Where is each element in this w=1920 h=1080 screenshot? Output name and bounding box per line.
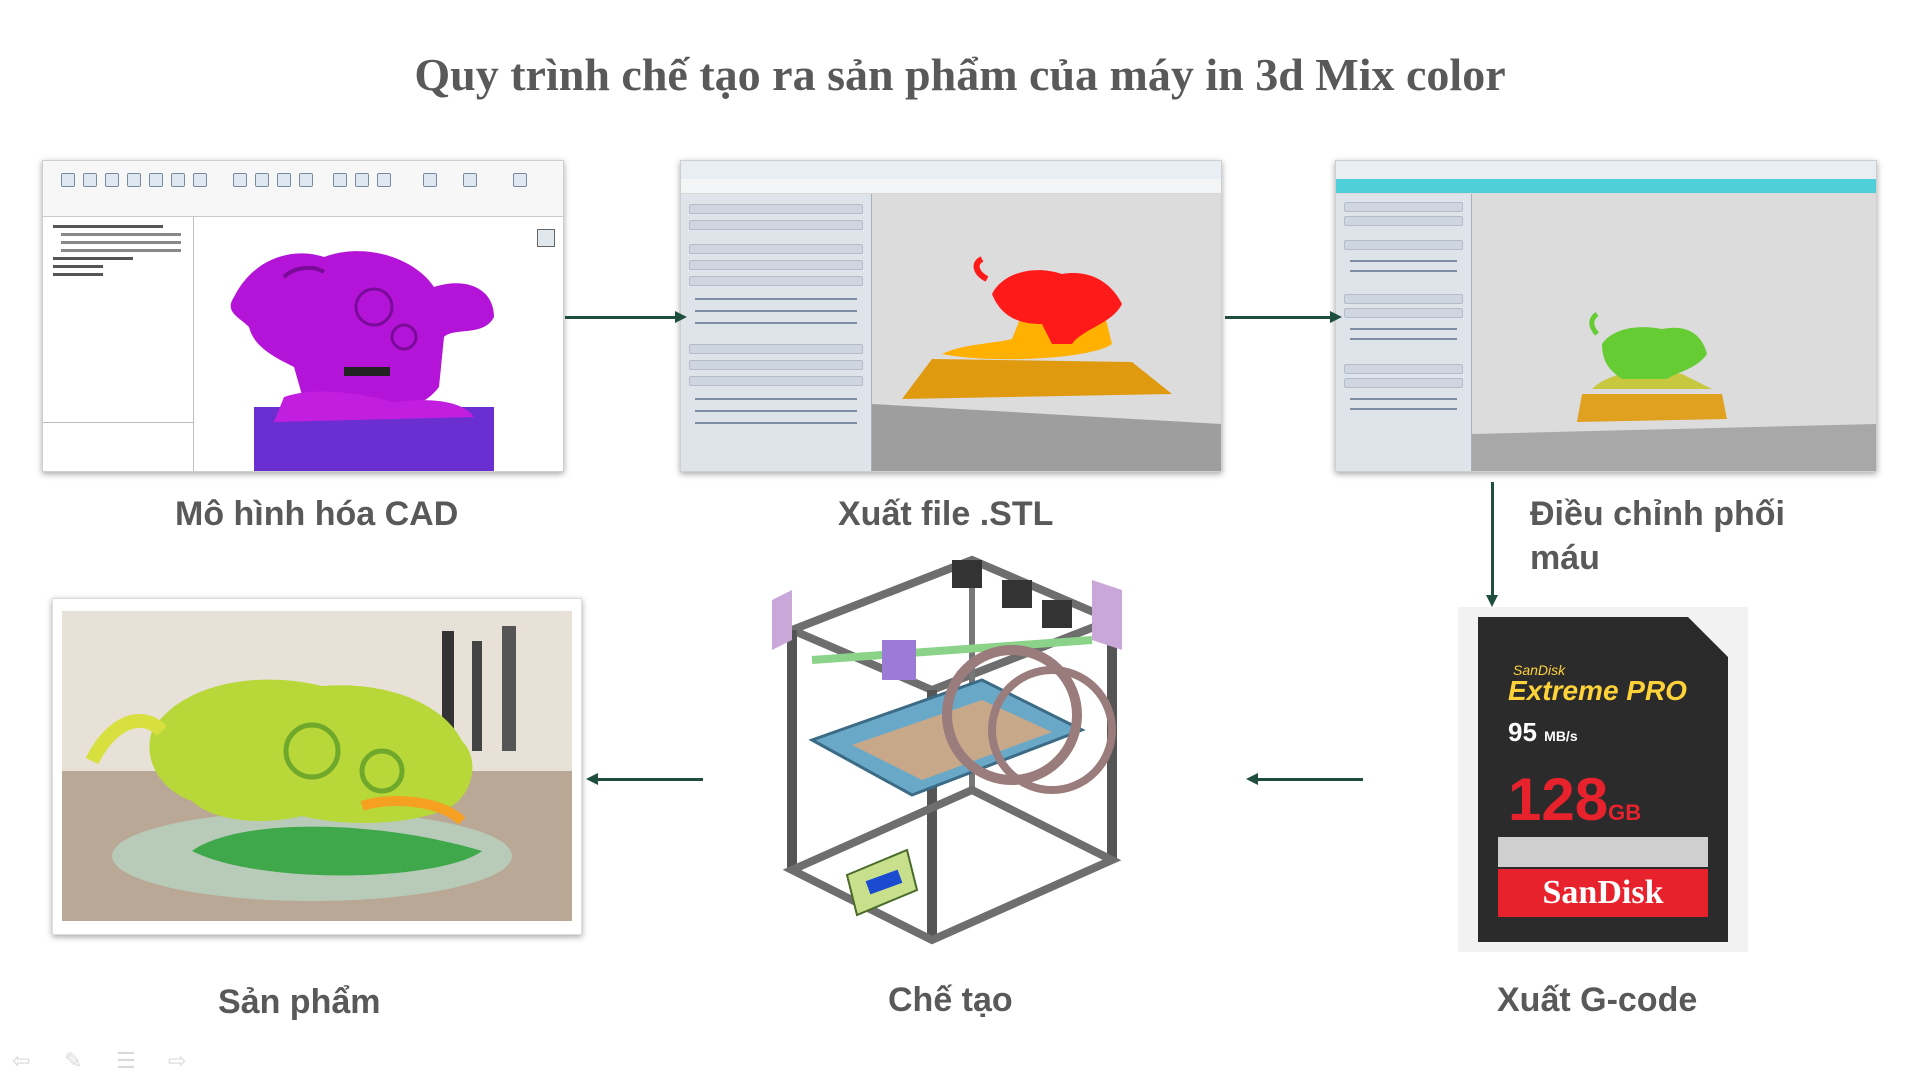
rotate-icon [193, 173, 207, 187]
sd-capacity: 128GB [1508, 765, 1641, 834]
slice-icon [463, 173, 477, 187]
browser-bar-2 [1336, 161, 1876, 180]
arrow-build-to-product [598, 778, 703, 781]
save-icon [105, 173, 119, 187]
pen-icon[interactable]: ✎ [64, 1048, 83, 1073]
stl-viewport [872, 194, 1221, 471]
sd-product: Extreme PRO [1508, 675, 1687, 706]
slideshow-controls: ⇦ ✎ ☰ ⇨ [12, 1048, 202, 1073]
printer-image [752, 540, 1152, 960]
sd-speed: 95 MB/s [1508, 717, 1578, 748]
arrow-stl-to-mix-head [1330, 311, 1342, 323]
arrow-left-icon[interactable]: ⇦ [12, 1048, 31, 1073]
arrow-stl-to-mix [1225, 316, 1330, 319]
measure-icon [255, 173, 269, 187]
sd-capacity-value: 128 [1508, 766, 1609, 833]
repair-icon [149, 173, 163, 187]
boolean-icon [277, 173, 291, 187]
mix-screenshot [1335, 160, 1877, 472]
arrow-mix-to-gcode [1491, 482, 1494, 597]
shell-icon [299, 173, 313, 187]
cad-screenshot [42, 160, 564, 472]
zoom-icon [333, 173, 347, 187]
browser-tabs [681, 179, 1221, 194]
browser-bar [681, 161, 1221, 180]
stl-model-image [872, 256, 1221, 471]
open-icon [83, 173, 97, 187]
label-build: Chế tạo [888, 981, 1013, 1019]
view-cube-icon [537, 229, 555, 247]
arrow-gcode-to-build [1258, 778, 1363, 781]
browser-tabs-2 [1336, 179, 1876, 194]
label-mix: Điều chỉnh phối máu [1530, 495, 1785, 577]
support-icon [423, 173, 437, 187]
menu-icon[interactable]: ☰ [116, 1048, 136, 1073]
stl-screenshot [680, 160, 1222, 472]
move-icon [171, 173, 185, 187]
export-icon [513, 173, 527, 187]
cad-model-image [230, 251, 494, 471]
arrow-cad-to-stl [565, 316, 675, 319]
sd-logo-box: SanDisk [1498, 869, 1708, 917]
sd-logo: SanDisk [1542, 874, 1664, 911]
label-product: Sản phẩm [218, 983, 381, 1021]
product-photo [52, 598, 582, 935]
arrow-build-to-product-head [586, 773, 598, 785]
mix-viewport [1472, 194, 1876, 471]
sd-speed-value: 95 [1508, 717, 1537, 747]
arrow-right-icon[interactable]: ⇨ [168, 1048, 187, 1073]
sd-brand-small: SanDisk [1513, 662, 1566, 678]
file-icon [61, 173, 75, 187]
arrow-mix-to-gcode-head [1486, 595, 1498, 607]
mix-model-image [1472, 311, 1876, 471]
sd-card-image: SanDisk Extreme PRO 95 MB/s 128GB SanDis… [1458, 607, 1748, 952]
platform-icon [127, 173, 141, 187]
scale-icon [233, 173, 247, 187]
arrow-cad-to-stl-head [675, 311, 687, 323]
mix-settings-panel [1336, 194, 1472, 471]
sd-speed-unit: MB/s [1544, 728, 1578, 744]
label-stl: Xuất file .STL [838, 495, 1054, 533]
arrow-gcode-to-build-head [1246, 773, 1258, 785]
page-title: Quy trình chế tạo ra sản phẩm của máy in… [414, 49, 1506, 100]
label-cad: Mô hình hóa CAD [175, 495, 459, 533]
sd-capacity-unit: GB [1608, 800, 1642, 825]
select-icon [355, 173, 369, 187]
label-gcode: Xuất G-code [1497, 981, 1698, 1019]
sd-label-strip [1498, 837, 1708, 867]
duplicate-icon [377, 173, 391, 187]
stl-settings-panel [681, 194, 872, 471]
cad-parts-tree [43, 217, 194, 471]
cad-viewport [194, 217, 563, 471]
cad-ribbon [43, 161, 563, 217]
